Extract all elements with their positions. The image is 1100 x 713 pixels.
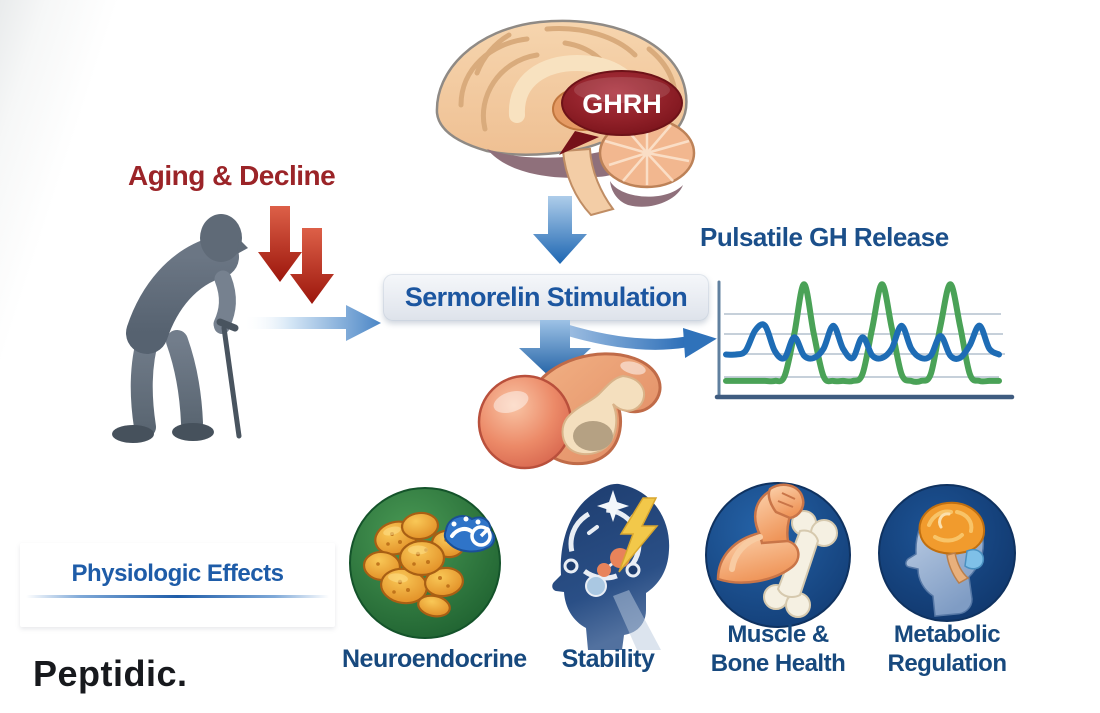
bone — [763, 510, 838, 618]
elderly-body — [112, 214, 248, 443]
lightning-icon — [618, 497, 659, 573]
metabolic-label: Metabolic Regulation — [872, 620, 1022, 679]
decline-arrows-icon — [258, 206, 334, 304]
brain-illustration: GHRH — [435, 19, 696, 217]
sermorelin-label: Sermorelin Stimulation — [404, 282, 688, 312]
red-down-arrow-2 — [290, 228, 334, 304]
sermorelin-banner: Sermorelin Stimulation — [383, 274, 709, 321]
metabolic-label-line1: Metabolic — [893, 621, 1001, 648]
brand-logo: Peptidic. — [33, 653, 188, 694]
back-shoe — [112, 425, 154, 443]
neuroendocrine-label: Neuroendocrine — [342, 645, 527, 673]
red-down-arrow-1 — [258, 206, 302, 282]
receptor-protein — [443, 515, 496, 553]
endocrine-cells-icon — [349, 487, 501, 639]
anterior-lobe — [477, 374, 573, 470]
muscle-bone-label-line1: Muscle & — [727, 621, 829, 648]
metabolic-label-line2: Regulation — [887, 650, 1008, 678]
muscle-bone-label: Muscle & Bone Health — [700, 620, 856, 679]
torso — [126, 236, 239, 354]
arrow-to-chart-icon — [548, 320, 717, 358]
head — [200, 214, 242, 262]
flexed-arm — [716, 483, 805, 584]
arrow-down-brain-icon — [533, 196, 587, 264]
head-brain-icon — [878, 484, 1016, 622]
cerebellum — [598, 117, 696, 189]
arrow-down-banner-icon — [519, 320, 591, 382]
cerebellum-underlobe — [610, 181, 683, 207]
muscle-bone-icon — [705, 482, 851, 628]
cell-highlights — [383, 526, 428, 583]
orange-brain — [918, 501, 986, 555]
stability-label: Stability — [561, 645, 655, 673]
arm — [213, 270, 236, 333]
physiologic-effects-card: Physiologic Effects — [20, 543, 335, 627]
front-shoe — [172, 423, 214, 441]
brainstem — [561, 147, 615, 217]
aging-decline-label: Aging & Decline — [128, 160, 336, 191]
sparkle-icon — [597, 490, 629, 522]
series-baseline-gh-secretion — [723, 321, 1002, 362]
chart-title: Pulsatile GH Release — [700, 222, 949, 252]
chart-series — [723, 281, 1002, 385]
ghrh-bubble: GHRH — [559, 70, 683, 155]
arrow-right-icon — [243, 305, 381, 341]
title-underline — [26, 595, 329, 598]
elderly-person-icon — [112, 214, 248, 443]
ghrh-label: GHRH — [582, 89, 662, 119]
series-stimulated-gh-pulses — [723, 281, 1002, 385]
brainstem-accent — [946, 552, 970, 584]
gh-release-chart — [714, 280, 1015, 400]
pituitary-gland-icon — [477, 352, 662, 470]
muscle-bone-label-line2: Bone Health — [710, 650, 846, 678]
cane — [216, 318, 242, 439]
neck-beam — [613, 590, 661, 650]
physiologic-effects-title: Physiologic Effects — [71, 560, 284, 587]
cerebellum-accent — [964, 549, 985, 570]
head-circuit-icon — [552, 483, 670, 650]
